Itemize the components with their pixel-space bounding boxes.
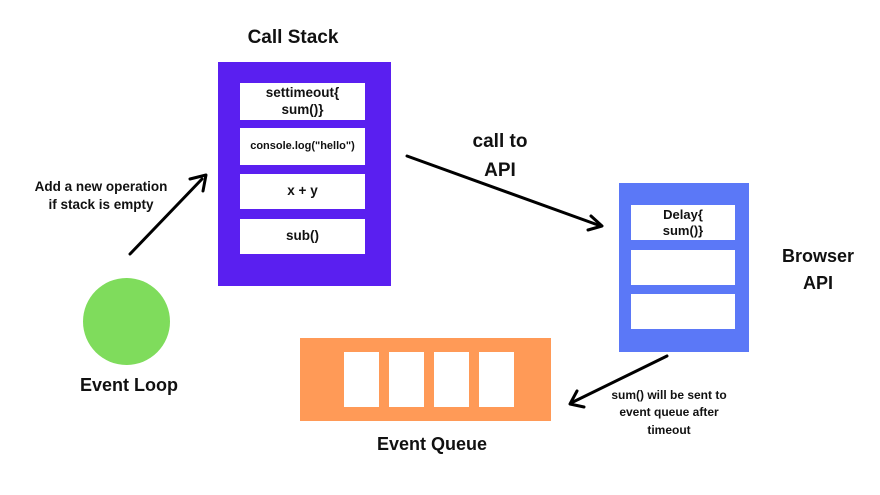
slot-delay-line1: Delay{ [663,206,703,222]
call-to-api-line2: API [484,159,516,181]
add-operation-annotation: Add a new operation if stack is empty [17,178,185,214]
browser-api-slot-delay: Delay{ sum()} [631,205,735,240]
slot-delay-line2: sum()} [662,222,704,238]
browser-api-slot-empty-1 [631,250,735,285]
frame-console-log-text: console.log("hello") [250,139,355,152]
call-stack-frame-settimeout: settimeout{ sum()} [240,83,365,120]
sum-sent-line3: timeout [647,422,691,437]
event-loop-circle [83,278,170,365]
sum-sent-line2: event queue after [619,405,719,420]
event-queue-slot [344,352,379,407]
arrow-browser-api-to-event-queue [568,354,669,409]
call-to-api-line1: call to [472,131,528,152]
frame-sub-text: sub() [286,228,319,244]
call-stack-frame-console-log: console.log("hello") [240,128,365,165]
browser-api-slot-empty-2 [631,294,735,329]
call-stack-title: Call Stack [247,27,339,48]
browser-api-title-line2: API [802,273,833,293]
browser-api-box: Delay{ sum()} [619,183,749,352]
event-queue-slot [389,352,424,407]
browser-api-title: Browser API [770,243,866,297]
arrow-call-stack-to-browser-api [405,154,604,232]
event-queue-title: Event Queue [376,434,488,454]
sum-sent-annotation: sum() will be sent to event queue after … [598,387,740,439]
event-queue-box [300,338,551,421]
add-operation-line2: if stack is empty [48,197,154,213]
sum-sent-line1: sum() will be sent to [611,388,727,402]
arrow-event-loop-to-call-stack [128,173,208,256]
event-queue-slot [434,352,469,407]
browser-api-title-line1: Browser [781,246,855,266]
event-queue-slot [479,352,514,407]
frame-x-plus-y-text: x + y [287,183,318,199]
call-to-api-annotation: call to API [450,128,550,185]
frame-settimeout-line2: sum()} [281,101,324,117]
frame-settimeout-line1: settimeout{ [265,84,340,100]
call-stack-frame-x-plus-y: x + y [240,174,365,209]
call-stack-frame-sub: sub() [240,219,365,254]
call-stack-box: settimeout{ sum()} console.log("hello") … [218,62,391,286]
event-loop-title: Event Loop [80,375,178,395]
add-operation-line1: Add a new operation [34,179,168,194]
